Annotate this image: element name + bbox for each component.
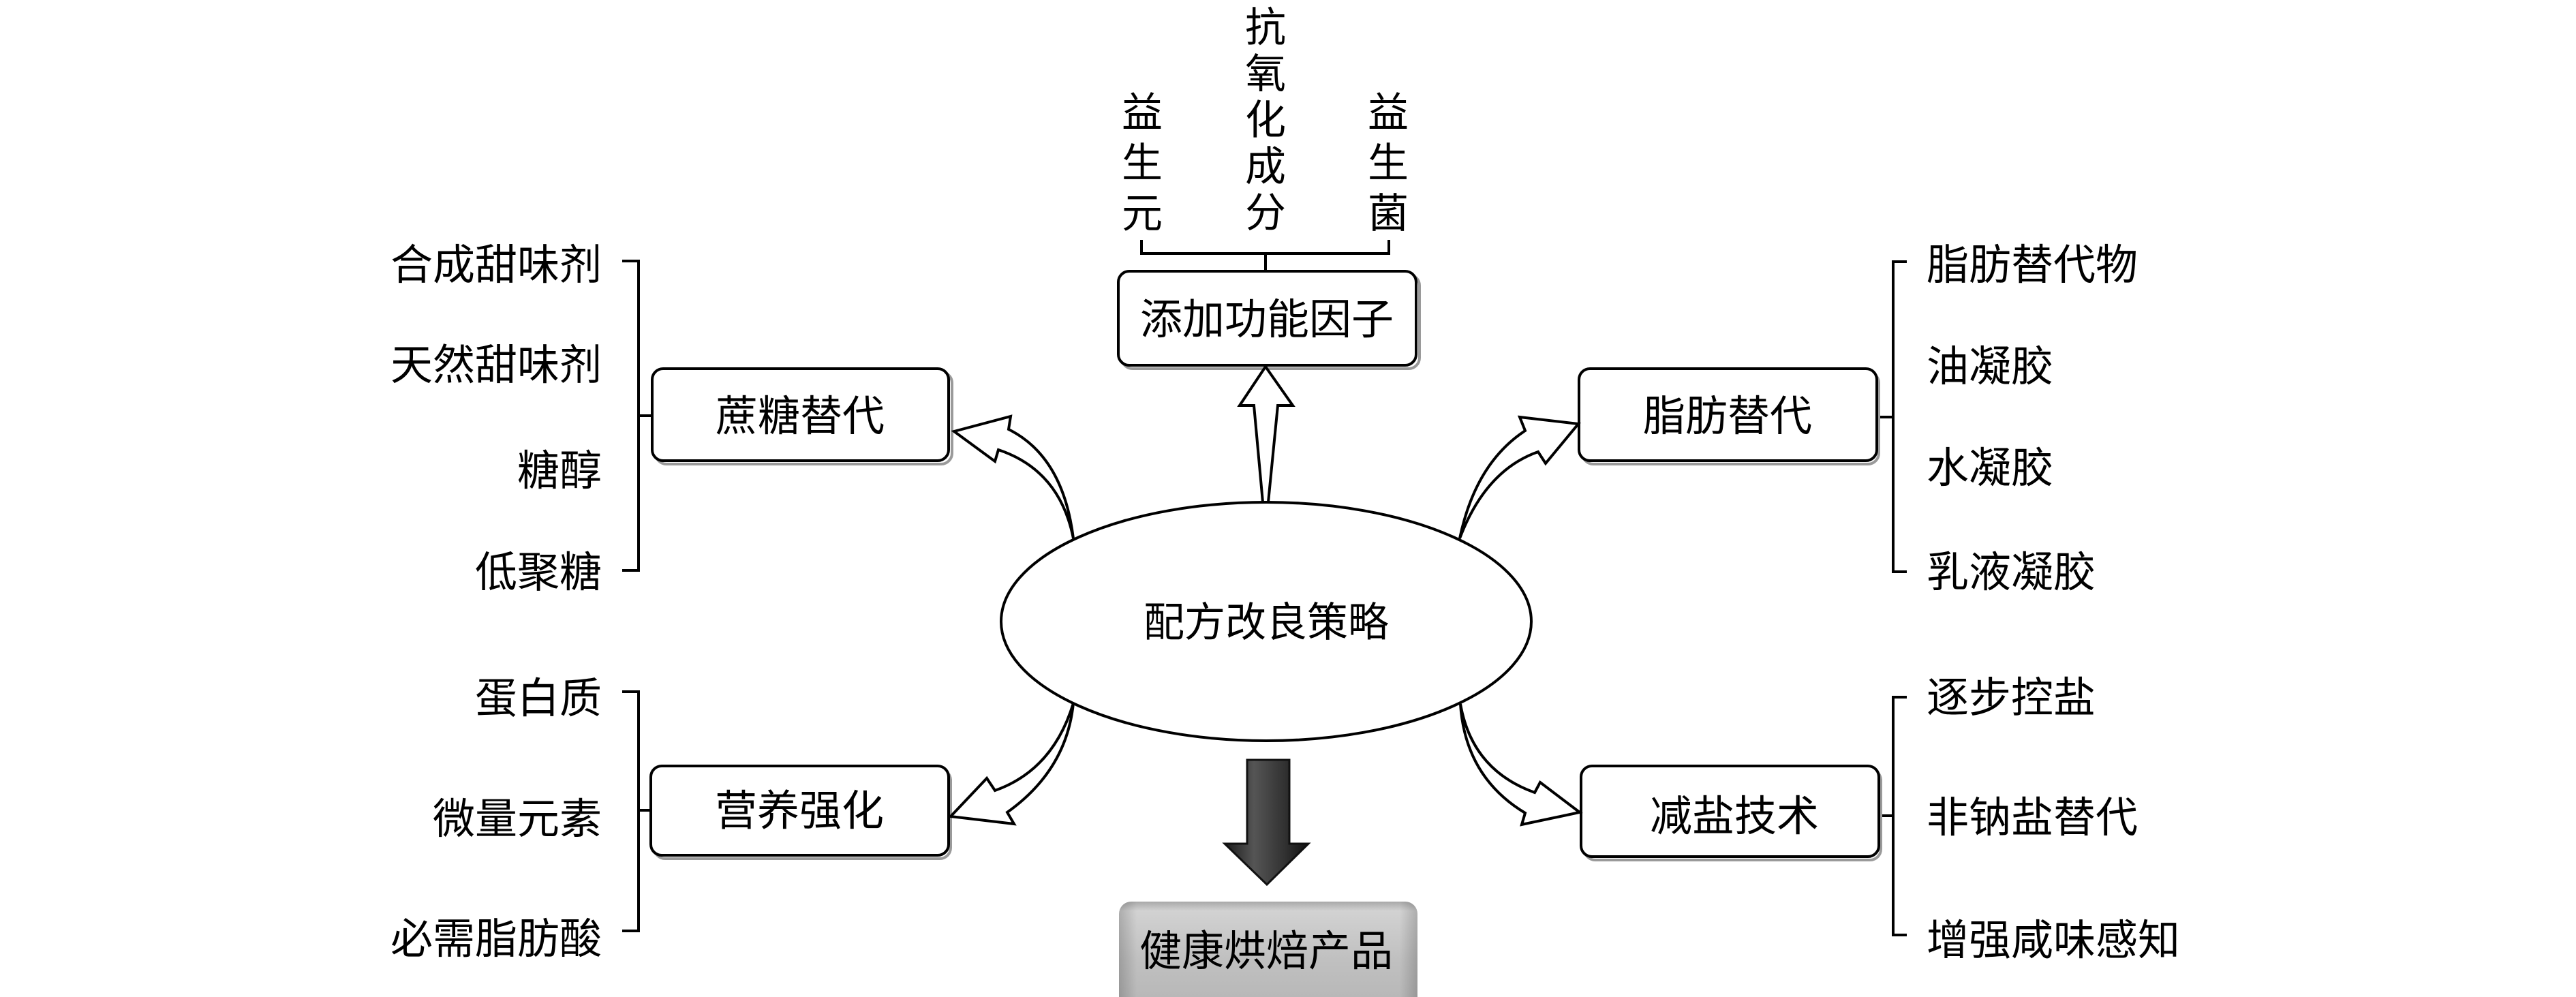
node-nutrition-fortification-label: 营养强化 [715,786,884,835]
leaf-item: 微量元素 [433,794,602,844]
node-nutrition-fortification[interactable]: 营养强化 [649,765,952,860]
node-healthy-bakery-products[interactable]: 健康烘焙产品 [1119,902,1417,997]
leaf-item: 逐步控盐 [1927,673,2096,722]
salt-bracket [1879,696,1907,936]
vertical-char: 益 [1122,89,1163,137]
node-functional-factors[interactable]: 添加功能因子 [1117,270,1421,370]
curved-arrow-icon [951,414,1075,539]
leaf-item: 合成甜味剂 [390,240,602,290]
node-fat-substitution[interactable]: 脂肪替代 [1578,367,1880,465]
leaf-item: 乳液凝胶 [1927,547,2096,597]
leaf-item: 糖醇 [517,446,602,495]
node-salt-reduction[interactable]: 减盐技术 [1580,765,1882,861]
node-sucrose-substitution-label: 蔗糖替代 [716,391,885,441]
node-formulation-strategy-label: 配方改良策略 [1144,599,1389,647]
sucrose-bracket [622,260,652,572]
vertical-char: 益 [1368,89,1409,137]
vertical-char: 成 [1245,143,1286,191]
fat-bracket [1878,260,1907,573]
vertical-char: 分 [1245,189,1286,237]
node-healthy-bakery-products-label: 健康烘焙产品 [1139,926,1393,976]
leaf-item: 油凝胶 [1927,341,2053,391]
node-sucrose-substitution[interactable]: 蔗糖替代 [651,367,953,465]
node-salt-reduction-label: 减盐技术 [1650,791,1819,841]
leaf-item: 增强咸味感知 [1927,915,2180,965]
nutrition-bracket [622,690,651,932]
curved-arrow-icon [1458,415,1581,539]
fat-items: 脂肪替代物 油凝胶 水凝胶 乳液凝胶 [1927,240,2138,597]
leaf-item: 蛋白质 [475,673,602,723]
salt-items: 逐步控盐 非钠盐替代 增强咸味感知 [1927,673,2180,965]
top-bracket-line [1140,240,1390,255]
curved-arrow-icon [947,703,1075,826]
node-fat-substitution-label: 脂肪替代 [1643,391,1812,441]
vertical-char: 氧 [1245,50,1286,98]
leaf-item: 非钠盐替代 [1927,793,2138,842]
vertical-char: 抗 [1245,4,1286,52]
factor-probiotic: 益生菌 [1368,89,1409,238]
leaf-item: 天然甜味剂 [390,340,602,390]
up-arrow-icon [1237,364,1295,504]
vertical-char: 化 [1245,97,1286,144]
factor-prebiotic: 益生元 [1122,89,1163,238]
leaf-item: 必需脂肪酸 [390,914,602,964]
node-functional-factors-label: 添加功能因子 [1140,294,1394,344]
sucrose-items: 合成甜味剂 天然甜味剂 糖醇 低聚糖 [390,240,602,597]
node-formulation-strategy[interactable]: 配方改良策略 [1000,501,1533,742]
leaf-item: 低聚糖 [475,547,602,597]
top-bracket [1140,240,1390,271]
vertical-char: 菌 [1368,190,1409,238]
vertical-char: 生 [1368,140,1409,187]
vertical-char: 元 [1122,190,1163,238]
nutrition-items: 蛋白质 微量元素 必需脂肪酸 [390,673,602,964]
curved-arrow-icon [1459,703,1583,827]
vertical-char: 生 [1122,140,1163,187]
down-arrow-icon [1222,758,1311,887]
leaf-item: 脂肪替代物 [1927,240,2138,290]
leaf-item: 水凝胶 [1927,443,2053,493]
